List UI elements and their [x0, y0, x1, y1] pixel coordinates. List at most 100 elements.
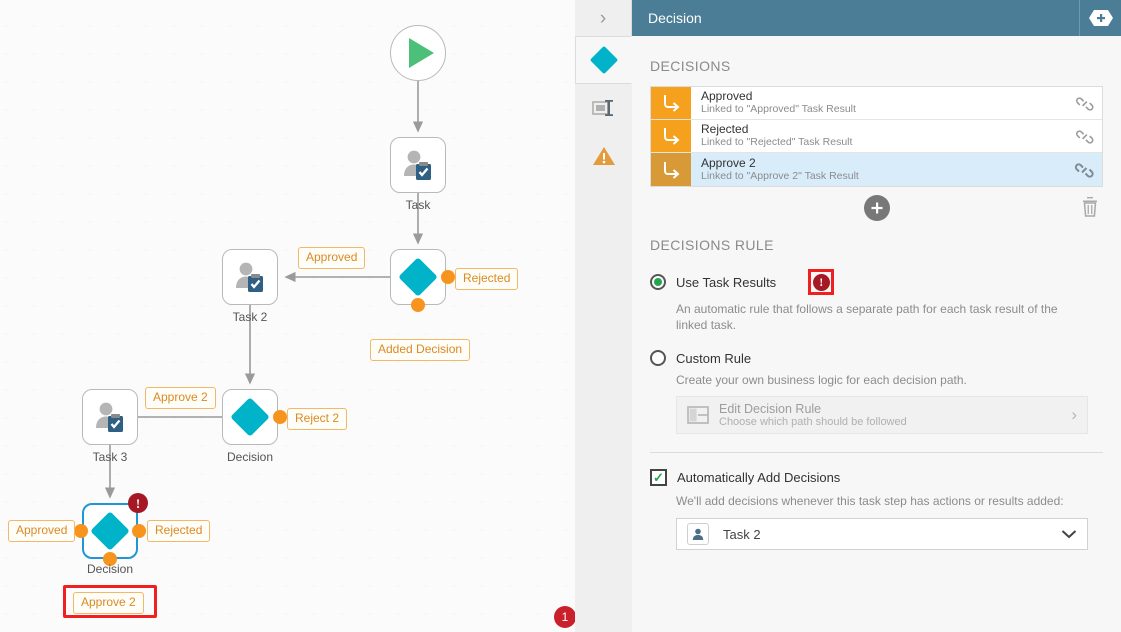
decision-row-approve-2[interactable]: Approve 2 Linked to "Approve 2" Task Res…	[651, 153, 1102, 186]
edge-label-rejected-1[interactable]: Rejected	[455, 268, 519, 290]
decision-row-rejected[interactable]: Rejected Linked to "Rejected" Task Resul…	[651, 120, 1102, 153]
task-person-icon	[96, 402, 123, 432]
workflow-edges	[104, 81, 424, 499]
decisions-section-title: DECISIONS	[650, 58, 731, 74]
decision-row-text: Approve 2 Linked to "Approve 2" Task Res…	[691, 153, 1066, 186]
task-node-task[interactable]	[390, 137, 446, 193]
decision-row-sub: Linked to "Rejected" Task Result	[701, 136, 853, 148]
panel-add-button[interactable]	[1080, 0, 1121, 36]
radio-custom-rule[interactable]: Custom Rule	[650, 350, 1103, 366]
link-icon	[1075, 129, 1093, 144]
properties-icon	[591, 100, 613, 116]
radio-label-use-task-results: Use Task Results	[676, 274, 777, 290]
auto-add-description: We'll add decisions whenever this task s…	[676, 494, 1064, 508]
section-divider	[650, 452, 1103, 453]
connector-dot-right-2[interactable]	[273, 410, 287, 424]
task-node-task3[interactable]	[82, 389, 138, 445]
edge-label-approve-2-bottom[interactable]: Approve 2	[73, 592, 144, 614]
issue-count-badge[interactable]: 1	[554, 606, 575, 628]
diamond-icon	[398, 257, 438, 297]
checkbox-automatically-add-decisions[interactable]: ✓ Automatically Add Decisions	[650, 469, 1103, 486]
plus-circle-icon	[871, 202, 882, 214]
decisions-list: Approved Linked to "Approved" Task Resul…	[650, 86, 1103, 187]
connector-dot-bottom-1[interactable]	[411, 298, 425, 312]
decision-row-sub: Linked to "Approved" Task Result	[701, 103, 856, 115]
panel-tab-strip	[575, 36, 632, 632]
decision-row-link-button[interactable]	[1066, 120, 1102, 152]
edge-label-approved-bottom[interactable]: Approved	[8, 520, 76, 542]
task-person-icon	[236, 262, 263, 292]
decision-row-link-button[interactable]	[1066, 153, 1102, 186]
decision-node-2[interactable]	[222, 389, 278, 445]
decision-row-name: Approve 2	[701, 155, 756, 170]
edge-label-approve-2-mid[interactable]: Approve 2	[145, 387, 216, 409]
decision-node-1[interactable]	[390, 249, 446, 305]
diamond-icon	[90, 511, 130, 551]
edit-decision-rule-title: Edit Decision Rule	[719, 401, 822, 416]
decision-node-3-selected[interactable]	[82, 503, 138, 559]
delete-decision-button[interactable]	[1079, 195, 1101, 224]
tab-properties[interactable]	[575, 84, 632, 132]
panel-content: DECISIONS Approved Linked to "Approved" …	[632, 36, 1121, 632]
task-person-icon	[404, 150, 431, 180]
highlight-box-approve-2	[63, 585, 157, 618]
radio-icon-unselected	[650, 350, 666, 366]
start-node[interactable]	[390, 25, 446, 81]
decisions-rule-title: DECISIONS RULE	[650, 237, 774, 253]
highlight-box-warning: !	[808, 269, 835, 295]
decision-row-approved[interactable]: Approved Linked to "Approved" Task Resul…	[651, 87, 1102, 120]
edge-label-reject-2[interactable]: Reject 2	[287, 408, 348, 430]
radio-label-custom-rule: Custom Rule	[676, 350, 752, 366]
edge-label-added-decision[interactable]: Added Decision	[370, 339, 471, 361]
tab-warnings[interactable]	[575, 132, 632, 180]
node-label-task: Task	[405, 198, 431, 212]
connector-dot-left-3[interactable]	[74, 524, 88, 538]
person-icon	[687, 523, 709, 545]
panel-collapse-button[interactable]: ›	[575, 0, 632, 36]
connector-dot-right-1[interactable]	[441, 270, 455, 284]
edge-label-rejected-bottom[interactable]: Rejected	[147, 520, 211, 542]
decision-row-name: Approved	[701, 89, 753, 103]
diamond-icon	[589, 45, 618, 75]
radio-icon-selected	[650, 274, 666, 290]
branch-arrow-icon	[651, 153, 691, 186]
chevron-right-icon: ›	[599, 7, 607, 29]
connector-dot-right-3[interactable]	[132, 524, 146, 538]
error-badge-icon[interactable]: !	[128, 493, 148, 513]
add-decision-button[interactable]	[863, 195, 890, 221]
decision-row-text: Approved Linked to "Approved" Task Resul…	[691, 87, 1066, 119]
node-label-decision3: Decision	[86, 562, 134, 576]
branch-arrow-icon	[651, 87, 691, 119]
panel-header: › Decision	[575, 0, 1121, 36]
play-icon	[409, 38, 434, 68]
radio-desc-custom-rule: Create your own business logic for each …	[676, 373, 967, 387]
decision-row-link-button[interactable]	[1066, 87, 1102, 119]
edit-decision-rule-subtitle: Choose which path should be followed	[719, 415, 907, 428]
decision-row-sub: Linked to "Approve 2" Task Result	[701, 169, 859, 182]
checkbox-label-auto-add: Automatically Add Decisions	[677, 470, 841, 485]
workflow-canvas[interactable]: Task Approved Rejected Added Decision Ta…	[0, 0, 575, 632]
task-select-dropdown[interactable]: Task 2	[676, 518, 1088, 550]
decisions-list-actions	[650, 187, 1103, 233]
checkbox-icon-checked: ✓	[650, 469, 667, 486]
edit-decision-rule-text: Edit Decision Rule Choose which path sho…	[719, 402, 1061, 429]
properties-panel: › Decision	[575, 0, 1121, 632]
radio-use-task-results[interactable]: Use Task Results !	[650, 269, 1103, 295]
node-label-task2: Task 2	[232, 310, 268, 324]
error-exclamation-icon[interactable]: !	[812, 273, 830, 291]
radio-desc-use-task-results: An automatic rule that follows a separat…	[676, 302, 1058, 332]
task-node-task2[interactable]	[222, 249, 278, 305]
decision-row-name: Rejected	[701, 122, 749, 136]
diamond-icon	[230, 397, 270, 437]
decision-row-text: Rejected Linked to "Rejected" Task Resul…	[691, 120, 1066, 152]
link-icon	[1074, 162, 1094, 178]
edge-label-approved-1[interactable]: Approved	[298, 247, 366, 269]
edit-decision-rule-row[interactable]: Edit Decision Rule Choose which path sho…	[676, 396, 1088, 434]
layout-table-icon	[687, 406, 709, 424]
trash-icon	[1083, 197, 1097, 217]
connector-dot-bottom-3[interactable]	[103, 552, 117, 566]
tab-decision[interactable]	[575, 36, 632, 84]
chevron-right-icon: ›	[1071, 405, 1077, 424]
node-label-task3: Task 3	[92, 450, 128, 464]
node-label-decision2: Decision	[226, 450, 274, 464]
